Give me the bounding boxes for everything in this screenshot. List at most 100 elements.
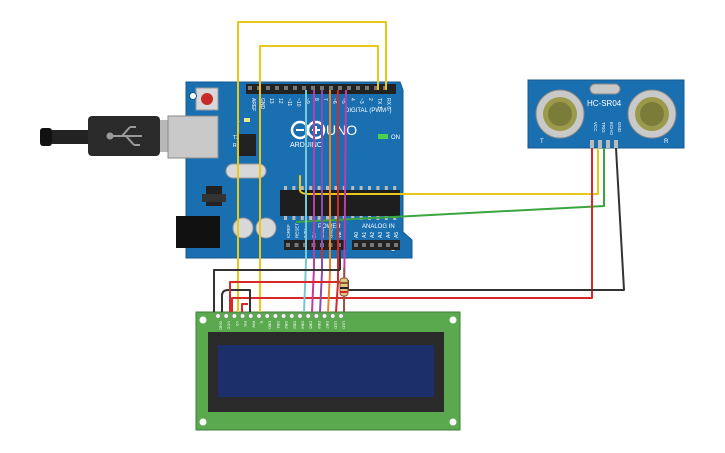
header-pin xyxy=(370,243,374,247)
wire-red-lcd-v0 xyxy=(241,303,248,312)
usb-symbol-icon xyxy=(106,126,142,146)
lcd-pin xyxy=(256,313,262,319)
header-pin xyxy=(378,243,382,247)
arduino-logo xyxy=(290,120,326,140)
usb-chip xyxy=(238,134,256,156)
pin-label: 8 xyxy=(313,98,319,101)
header-pin xyxy=(374,86,378,90)
chip-pin xyxy=(284,186,287,190)
header-pin xyxy=(248,86,252,90)
pin-label: AREF xyxy=(250,98,256,111)
chip-pin xyxy=(384,186,388,190)
chip-pin xyxy=(351,186,355,190)
chip-pin xyxy=(317,186,321,190)
sensor-crystal xyxy=(589,83,621,95)
wire-green-echo xyxy=(295,148,605,223)
sensor-r-label: R xyxy=(664,139,669,145)
pin-label: A4 xyxy=(386,232,392,238)
sensor-name: HC-SR04 xyxy=(587,99,622,108)
transmitter-transducer xyxy=(535,89,585,139)
resistor xyxy=(339,268,349,312)
pin-label: Vin xyxy=(337,231,342,238)
header-pin xyxy=(284,86,288,90)
board-usb-port xyxy=(167,115,219,159)
wire-black-lcd-loop xyxy=(221,289,251,312)
lcd-pin-label: DB5 xyxy=(309,321,314,330)
wire-yellow-trig xyxy=(299,148,599,195)
header-pin xyxy=(320,86,324,90)
lcd-pin xyxy=(281,313,287,319)
pin-label: IOREF xyxy=(286,224,291,238)
lcd-pin xyxy=(272,313,278,319)
model-label: UNO xyxy=(326,122,357,138)
header-pin xyxy=(293,86,297,90)
chip-pin xyxy=(309,216,313,220)
rx-led-label: RX xyxy=(233,143,241,149)
chip-pin xyxy=(359,186,363,190)
lcd-pin xyxy=(305,313,311,319)
mounting-hole xyxy=(449,418,457,426)
header-pin xyxy=(266,86,270,90)
chip-pin xyxy=(393,216,397,220)
pin-label: ~3 xyxy=(358,98,364,104)
digital-label: DIGITAL (PWM~) xyxy=(345,108,392,114)
header-pin xyxy=(394,243,398,247)
power-led xyxy=(378,134,388,139)
pin-label: RX 0 xyxy=(385,98,391,109)
sensor-pin-label: GND xyxy=(617,122,622,133)
chip-pin xyxy=(309,186,313,190)
lcd-pin-label: DB3 xyxy=(292,321,297,330)
mounting-hole xyxy=(449,316,457,324)
receiver-transducer xyxy=(627,89,677,139)
pin-label: ~10 xyxy=(295,98,301,107)
chip-pin xyxy=(334,216,338,220)
lcd-pin-label: V0 xyxy=(235,321,240,327)
lcd-pin-label: DB0 xyxy=(268,321,273,330)
wire-red-vcc xyxy=(231,148,593,312)
pin-label: ~11 xyxy=(286,98,292,106)
wire-magenta-data xyxy=(311,90,315,313)
lcd-pin xyxy=(215,313,221,319)
pin-label: ~5 xyxy=(340,98,346,104)
header-pin xyxy=(275,86,279,90)
wire-yellow-loop-outer xyxy=(237,21,387,90)
analog-header xyxy=(352,240,400,250)
sensor-pin-label: ECHO xyxy=(609,122,614,136)
pin-label: 4 xyxy=(349,98,355,101)
lcd-pin-label: DB2 xyxy=(284,321,289,330)
capacitor xyxy=(232,217,254,239)
pin-label: 12 xyxy=(277,98,283,104)
lcd-pin-label: DB6 xyxy=(317,321,322,330)
reset-button-cap xyxy=(201,93,213,105)
pin-label: GND xyxy=(259,98,265,110)
crystal-oscillator xyxy=(225,163,267,179)
wires xyxy=(213,21,625,313)
pin-label: A1 xyxy=(362,232,368,238)
lcd-pin-label: RW xyxy=(251,321,256,328)
pin-label: A2 xyxy=(370,232,376,238)
wire-orange-data xyxy=(327,90,331,313)
header-pin xyxy=(338,86,342,90)
usb-cable-strain-relief xyxy=(52,130,92,144)
header-pin xyxy=(294,243,299,247)
pin-label: A0 xyxy=(354,232,360,238)
header-pin xyxy=(356,86,360,90)
chip-pin xyxy=(317,216,321,220)
chip-pin xyxy=(284,216,287,220)
regulator-tab xyxy=(202,194,226,202)
chip-pin xyxy=(393,186,397,190)
usb-cable-end xyxy=(40,128,52,146)
chip-pin xyxy=(326,216,329,220)
sensor-t-label: T xyxy=(540,139,544,145)
chip-pin xyxy=(300,186,304,190)
wire-purple-data xyxy=(319,90,323,313)
lcd-pin xyxy=(240,313,246,319)
lcd-pin xyxy=(264,313,270,319)
chip-pin xyxy=(351,216,355,220)
